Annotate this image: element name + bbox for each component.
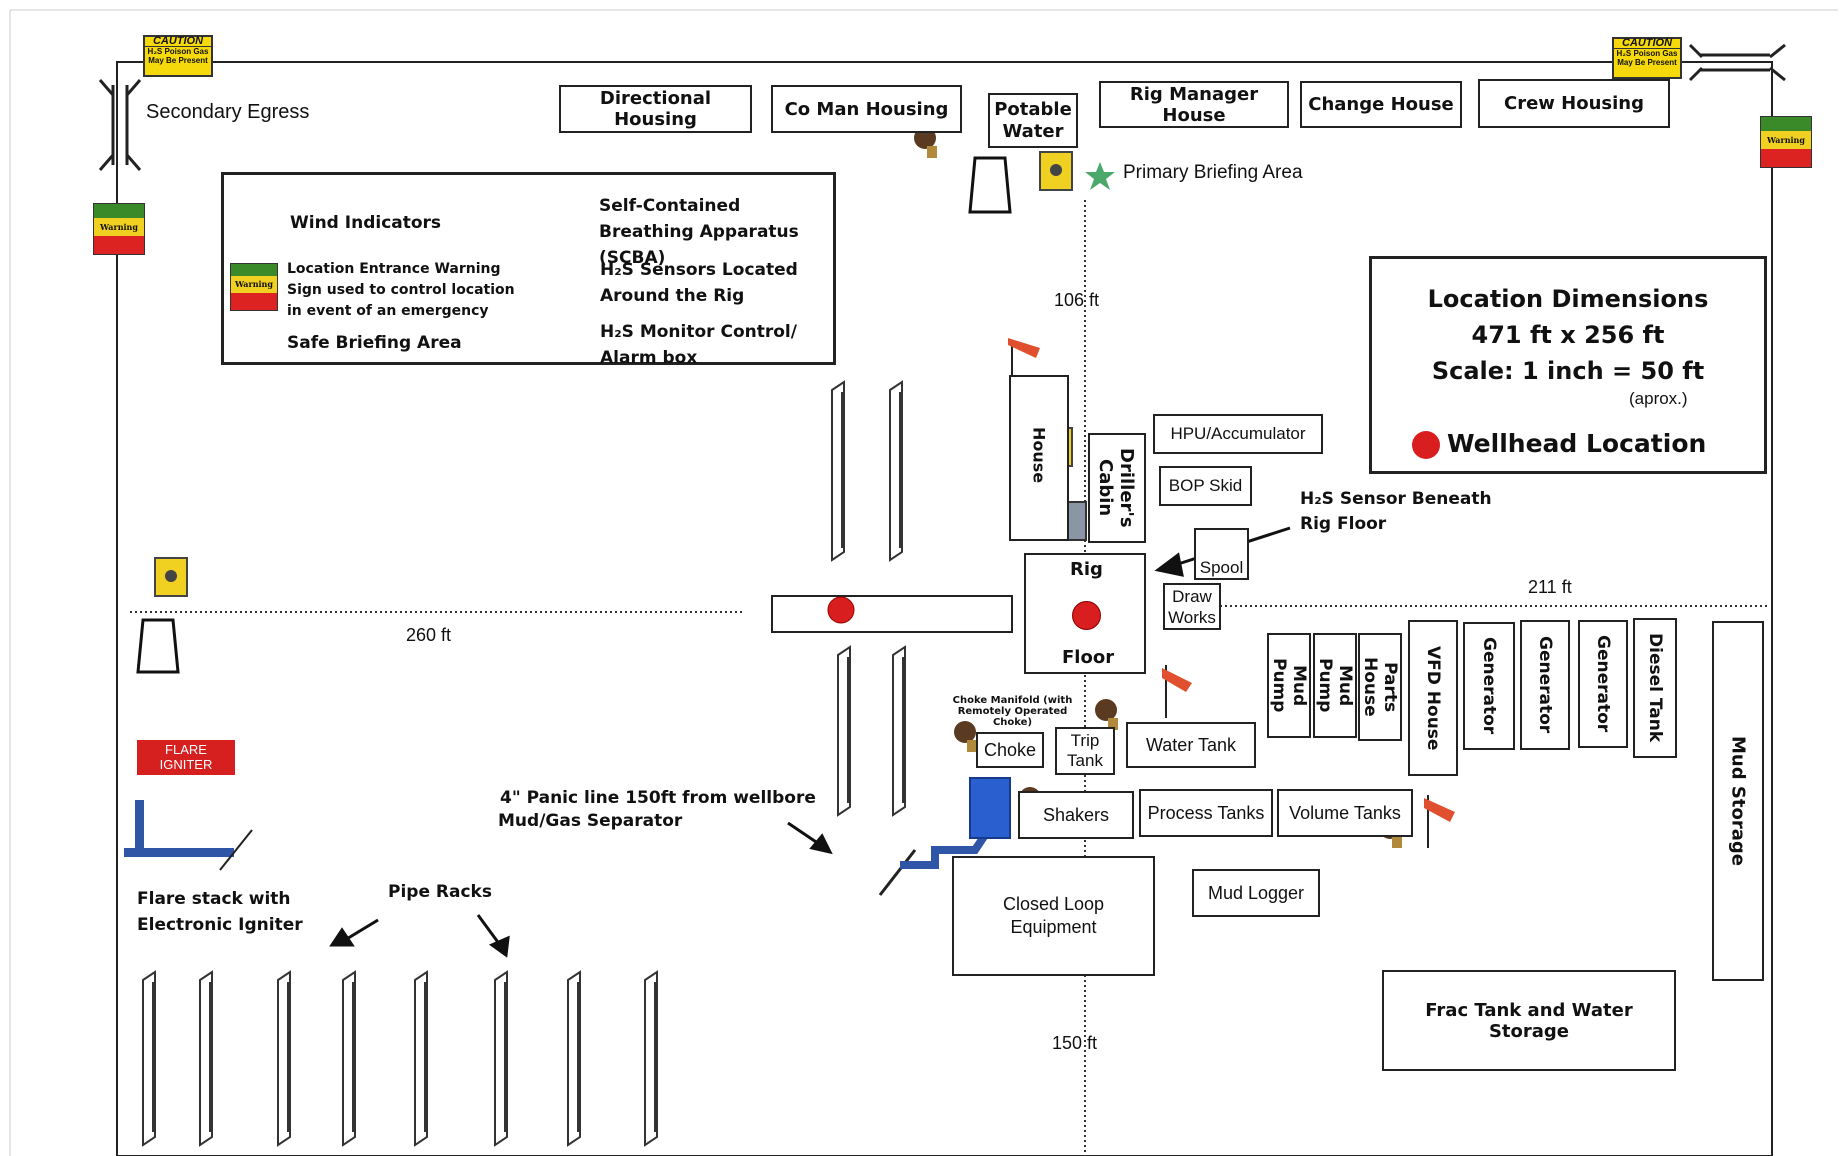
legend-entrance-warning: Location Entrance Warning Sign used to c… — [287, 261, 515, 319]
drillers-cabin-label: Driller's Cabin — [1095, 448, 1137, 528]
choke: Choke — [976, 732, 1044, 768]
catwalk — [771, 595, 1013, 633]
wellhead-icon — [1412, 431, 1440, 459]
rig-label: Rig — [1070, 559, 1103, 580]
shakers: Shakers — [1018, 791, 1134, 839]
warning-sign-icon: Warning — [93, 203, 145, 255]
distance-211: 211 ft — [1528, 577, 1572, 597]
panic-line — [878, 777, 1011, 896]
hpu-accumulator: HPU/Accumulator — [1153, 414, 1323, 454]
h2s-sensor-icon — [954, 721, 977, 752]
gate-icon — [1688, 43, 1786, 82]
trip-tank: Trip Tank — [1055, 727, 1115, 775]
caution-text: H₂S Poison Gas May Be Present — [1616, 49, 1678, 67]
flare-stack-icon — [124, 800, 253, 871]
gate-icon — [98, 79, 142, 171]
change-house: Change House — [1300, 81, 1462, 128]
drillers-cabin: Driller's Cabin — [1088, 433, 1146, 543]
legend-scba: Self-Contained Breathing Apparatus (SCBA… — [599, 196, 799, 268]
wellhead-marker — [827, 596, 855, 624]
wind-sock-icon — [1424, 795, 1455, 848]
house: House — [1009, 375, 1069, 541]
directional-housing: Directional Housing — [559, 85, 752, 133]
generator-3: Generator — [1578, 620, 1628, 748]
crew-housing: Crew Housing — [1478, 79, 1670, 128]
closed-loop-equipment: Closed Loop Equipment — [952, 856, 1155, 976]
caution-text: H₂S Poison Gas May Be Present — [147, 47, 209, 65]
pipe-racks-label: Pipe Racks — [388, 882, 492, 902]
floor-label: Floor — [1062, 647, 1115, 668]
legend-safe-briefing: Safe Briefing Area — [287, 333, 462, 353]
dimensions-scale: Scale: 1 inch = 50 ft — [1431, 357, 1705, 385]
generator-2: Generator — [1520, 620, 1570, 750]
caution-sign: CAUTION H₂S Poison Gas May Be Present — [1612, 37, 1682, 79]
secondary-egress-label: Secondary Egress — [146, 101, 310, 123]
mud-pump-1: Mud Pump — [1267, 633, 1311, 738]
legend-box: Wind Indicators Location Entrance Warnin… — [221, 172, 836, 368]
location-boundary — [116, 61, 1773, 1156]
spool: Spool — [1194, 528, 1249, 580]
rig-manager-house: Rig Manager House — [1099, 81, 1289, 128]
diesel-tank: Diesel Tank — [1633, 618, 1677, 758]
dimensions-box: Location Dimensions 471 ft x 256 ft Scal… — [1369, 256, 1767, 474]
bop-skid: BOP Skid — [1159, 466, 1252, 506]
legend-h2s-sensors: H₂S Sensors Located Around the Rig — [600, 260, 798, 306]
wind-sock-icon — [1162, 665, 1192, 718]
h2s-sensor-beneath-label: H₂S Sensor Beneath Rig Floor — [1300, 489, 1492, 534]
water-tank: Water Tank — [1126, 722, 1256, 768]
panic-line-label: 4" Panic line 150ft from wellbore — [500, 788, 816, 808]
wind-sock-icon — [1008, 338, 1040, 380]
warning-sign-icon: Warning — [230, 263, 278, 311]
legend-wind: Wind Indicators — [290, 213, 442, 233]
warning-text: Warning — [231, 276, 277, 293]
mud-logger: Mud Logger — [1192, 869, 1320, 917]
mud-gas-separator-label: Mud/Gas Separator — [498, 811, 683, 831]
draw-works: Draw Works — [1163, 583, 1221, 630]
generator-1: Generator — [1463, 622, 1515, 750]
mud-storage: Mud Storage — [1712, 621, 1764, 981]
volume-tanks: Volume Tanks — [1277, 789, 1413, 837]
dimensions-title: Location Dimensions — [1427, 285, 1709, 313]
dimensions-approx: (aprox.) — [1629, 389, 1688, 408]
dimensions-size: 471 ft x 256 ft — [1471, 321, 1665, 349]
primary-briefing-area-label: Primary Briefing Area — [1123, 162, 1303, 183]
legend-h2s-monitor: H₂S Monitor Control/ Alarm box — [600, 322, 797, 368]
briefing-sign-icon — [136, 618, 180, 674]
parts-house: Parts House — [1358, 633, 1402, 741]
distance-106: 106 ft — [1054, 290, 1100, 310]
house-label: House — [1029, 427, 1049, 484]
warning-text: Warning — [94, 218, 144, 236]
warning-sign-icon: Warning — [1760, 116, 1812, 168]
pipe-rack-icon — [142, 970, 658, 1147]
warning-text: Warning — [1761, 131, 1811, 149]
caution-sign: CAUTION H₂S Poison Gas May Be Present — [143, 35, 213, 77]
co-man-housing: Co Man Housing — [771, 85, 962, 133]
scba-icon — [1039, 151, 1073, 191]
pipe-rack-icon — [831, 380, 906, 817]
rig-floor: Rig Floor — [1024, 553, 1146, 674]
distance-150: 150 ft — [1052, 1033, 1098, 1053]
caution-title: CAUTION — [145, 36, 211, 47]
distance-260: 260 ft — [406, 625, 452, 645]
scba-icon — [154, 557, 188, 597]
briefing-sign-icon — [968, 156, 1012, 214]
choke-manifold-label: Choke Manifold (with Remotely Operated C… — [952, 695, 1073, 728]
wellhead-marker — [1072, 601, 1101, 630]
mud-pump-2: Mud Pump — [1313, 633, 1357, 738]
frac-tank-water-storage: Frac Tank and Water Storage — [1382, 970, 1676, 1071]
process-tanks: Process Tanks — [1139, 789, 1273, 837]
h2s-sensor-icon — [1095, 699, 1118, 730]
flare-igniter-sign: FLARE IGNITER — [137, 740, 235, 775]
wellhead-label: Wellhead Location — [1447, 429, 1707, 458]
potable-water: Potable Water — [988, 93, 1078, 148]
flare-stack-label: Flare stack with Electronic Igniter — [137, 889, 303, 935]
star-icon — [1085, 162, 1115, 190]
caution-title: CAUTION — [1614, 38, 1680, 49]
vfd-house: VFD House — [1408, 620, 1458, 776]
